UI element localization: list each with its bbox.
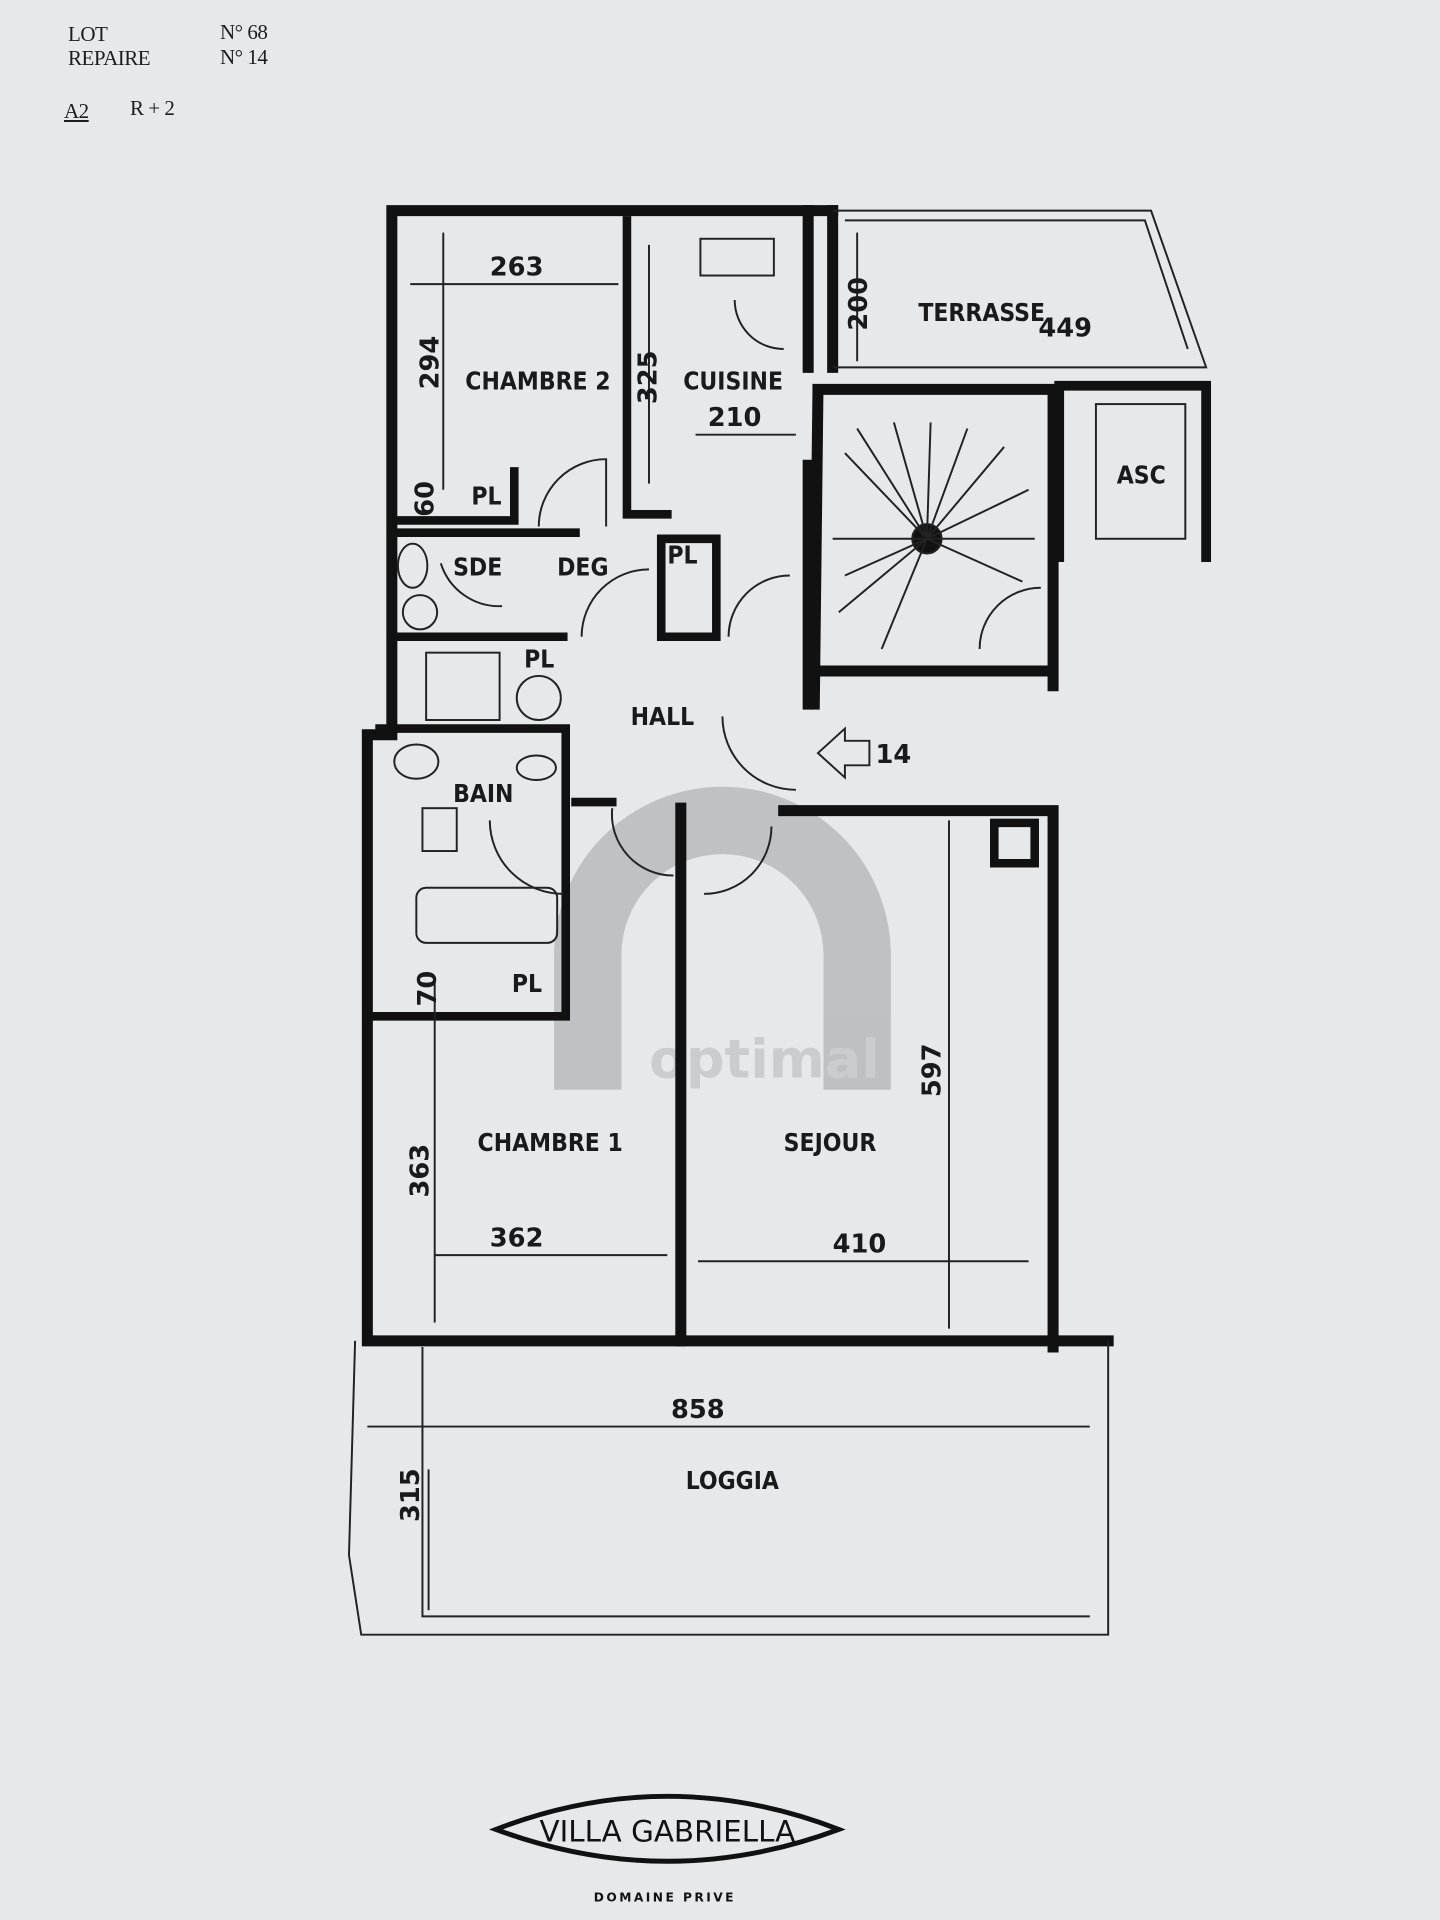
dim-chambre2-height: 294 (415, 336, 445, 390)
floor-level: R + 2 (130, 96, 175, 120)
toilet-icon (401, 594, 439, 631)
closet-pl: PL (667, 540, 697, 569)
sink-icon (515, 754, 557, 781)
villa-gabriella-logo: VILLA GABRIELLA DOMAINE PRIVE (488, 1793, 846, 1905)
building-code: A2 (64, 99, 89, 123)
logo-name: VILLA GABRIELLA (539, 1815, 795, 1849)
closet-pl: PL (512, 969, 542, 998)
elevator-box (1094, 403, 1187, 540)
dim-sejour-width: 410 (833, 1230, 887, 1260)
closet-pl: PL (471, 481, 501, 510)
dim-chambre1-height: 363 (406, 1144, 436, 1198)
spiral-stairs (832, 422, 1035, 650)
room-hall: HALL (631, 702, 695, 731)
walls (361, 205, 1212, 1353)
dim-chambre1-width: 362 (490, 1224, 544, 1254)
dim-bain-closet: 70 (413, 971, 443, 1007)
watermark-text: optimal (649, 1028, 880, 1091)
sink-icon (396, 542, 429, 589)
room-elevator: ASC (1117, 461, 1166, 490)
dim-chambre2-width: 263 (490, 253, 544, 283)
room-bain: BAIN (453, 779, 513, 808)
room-chambre-2: CHAMBRE 2 (465, 366, 610, 395)
closet-pl: PL (524, 644, 554, 673)
watermark-logo: optimal (554, 786, 891, 1091)
doors (439, 300, 1041, 895)
sink-icon (421, 807, 458, 853)
dim-cuisine-height: 325 (633, 350, 663, 404)
entrance-number: 14 (876, 740, 912, 770)
dim-loggia-height: 315 (396, 1468, 426, 1522)
dimension-lines (367, 232, 1090, 1611)
logo-subtitle: DOMAINE PRIVE (594, 1891, 736, 1905)
lot-label: LOT (68, 22, 108, 46)
loggia-outline (348, 1340, 1110, 1636)
repaire-number: N° 14 (220, 45, 268, 69)
bathtub-icon (415, 886, 559, 944)
stove-icon (699, 237, 775, 277)
dim-chambre2-closet: 60 (410, 481, 440, 517)
lot-number: N° 68 (220, 20, 268, 44)
dim-sejour-height: 597 (917, 1043, 947, 1097)
dim-terrasse-width: 449 (1038, 314, 1092, 344)
dim-loggia-width: 858 (671, 1395, 725, 1425)
toilet-icon (393, 743, 440, 780)
room-terrasse: TERRASSE (918, 298, 1045, 327)
room-sejour: SEJOUR (784, 1128, 877, 1157)
room-cuisine: CUISINE (683, 366, 783, 395)
room-chambre-1: CHAMBRE 1 (478, 1128, 623, 1157)
room-deg: DEG (557, 553, 608, 582)
room-sde: SDE (453, 553, 502, 582)
fixtures (393, 237, 775, 944)
repaire-label: REPAIRE (68, 46, 151, 70)
terrace-outline (832, 209, 1208, 369)
dim-cuisine-width: 210 (708, 403, 762, 433)
entrance-arrow-icon (816, 726, 871, 780)
room-loggia: LOGGIA (686, 1466, 779, 1495)
shower-icon (425, 651, 501, 721)
toilet-icon (515, 674, 562, 721)
dim-terrasse-height: 200 (844, 277, 874, 331)
